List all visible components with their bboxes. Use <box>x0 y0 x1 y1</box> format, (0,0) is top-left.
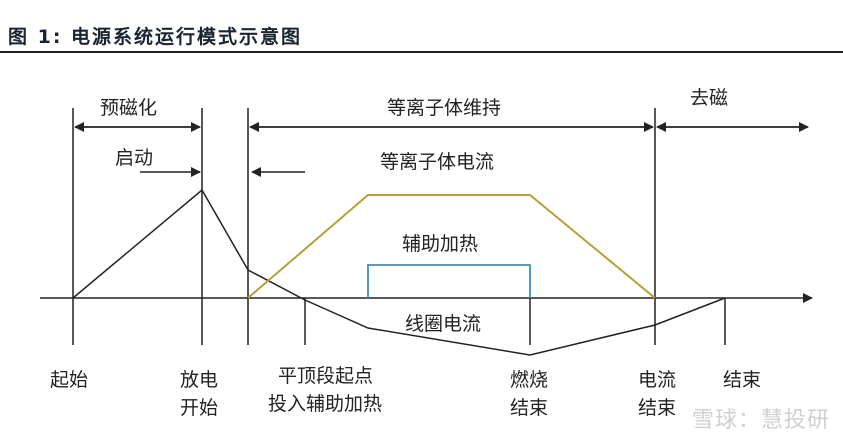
event-flattop-2: 投入辅助加热 <box>268 393 382 415</box>
event-markers <box>72 108 726 345</box>
label-premagnetize: 预磁化 <box>100 97 157 119</box>
label-demagnetize: 去磁 <box>690 87 728 109</box>
aux-heating-curve <box>367 264 531 298</box>
watermark: 雪球：慧投研 <box>692 408 831 433</box>
event-discharge-1: 放电 <box>180 369 218 391</box>
label-start: 启动 <box>115 147 153 169</box>
label-aux-heating: 辅助加热 <box>402 233 478 255</box>
event-current-end-2: 结束 <box>638 397 676 419</box>
label-plasma-current: 等离子体电流 <box>380 151 494 173</box>
event-end: 结束 <box>723 369 761 391</box>
title-rule <box>0 51 843 53</box>
event-discharge-2: 开始 <box>180 397 218 419</box>
figure-title: 图 1: 电源系统运行模式示意图 <box>8 26 303 48</box>
event-burn-end-2: 结束 <box>510 397 548 419</box>
coil-current-curve <box>72 188 726 356</box>
event-burn-end-1: 燃烧 <box>510 369 548 391</box>
plasma-current-curve <box>247 194 656 299</box>
event-current-end-1: 电流 <box>638 369 676 391</box>
label-plasma-sustain: 等离子体维持 <box>387 97 501 119</box>
label-coil-current: 线圈电流 <box>405 313 481 335</box>
event-flattop-1: 平顶段起点 <box>278 365 373 387</box>
event-begin: 起始 <box>50 369 88 391</box>
